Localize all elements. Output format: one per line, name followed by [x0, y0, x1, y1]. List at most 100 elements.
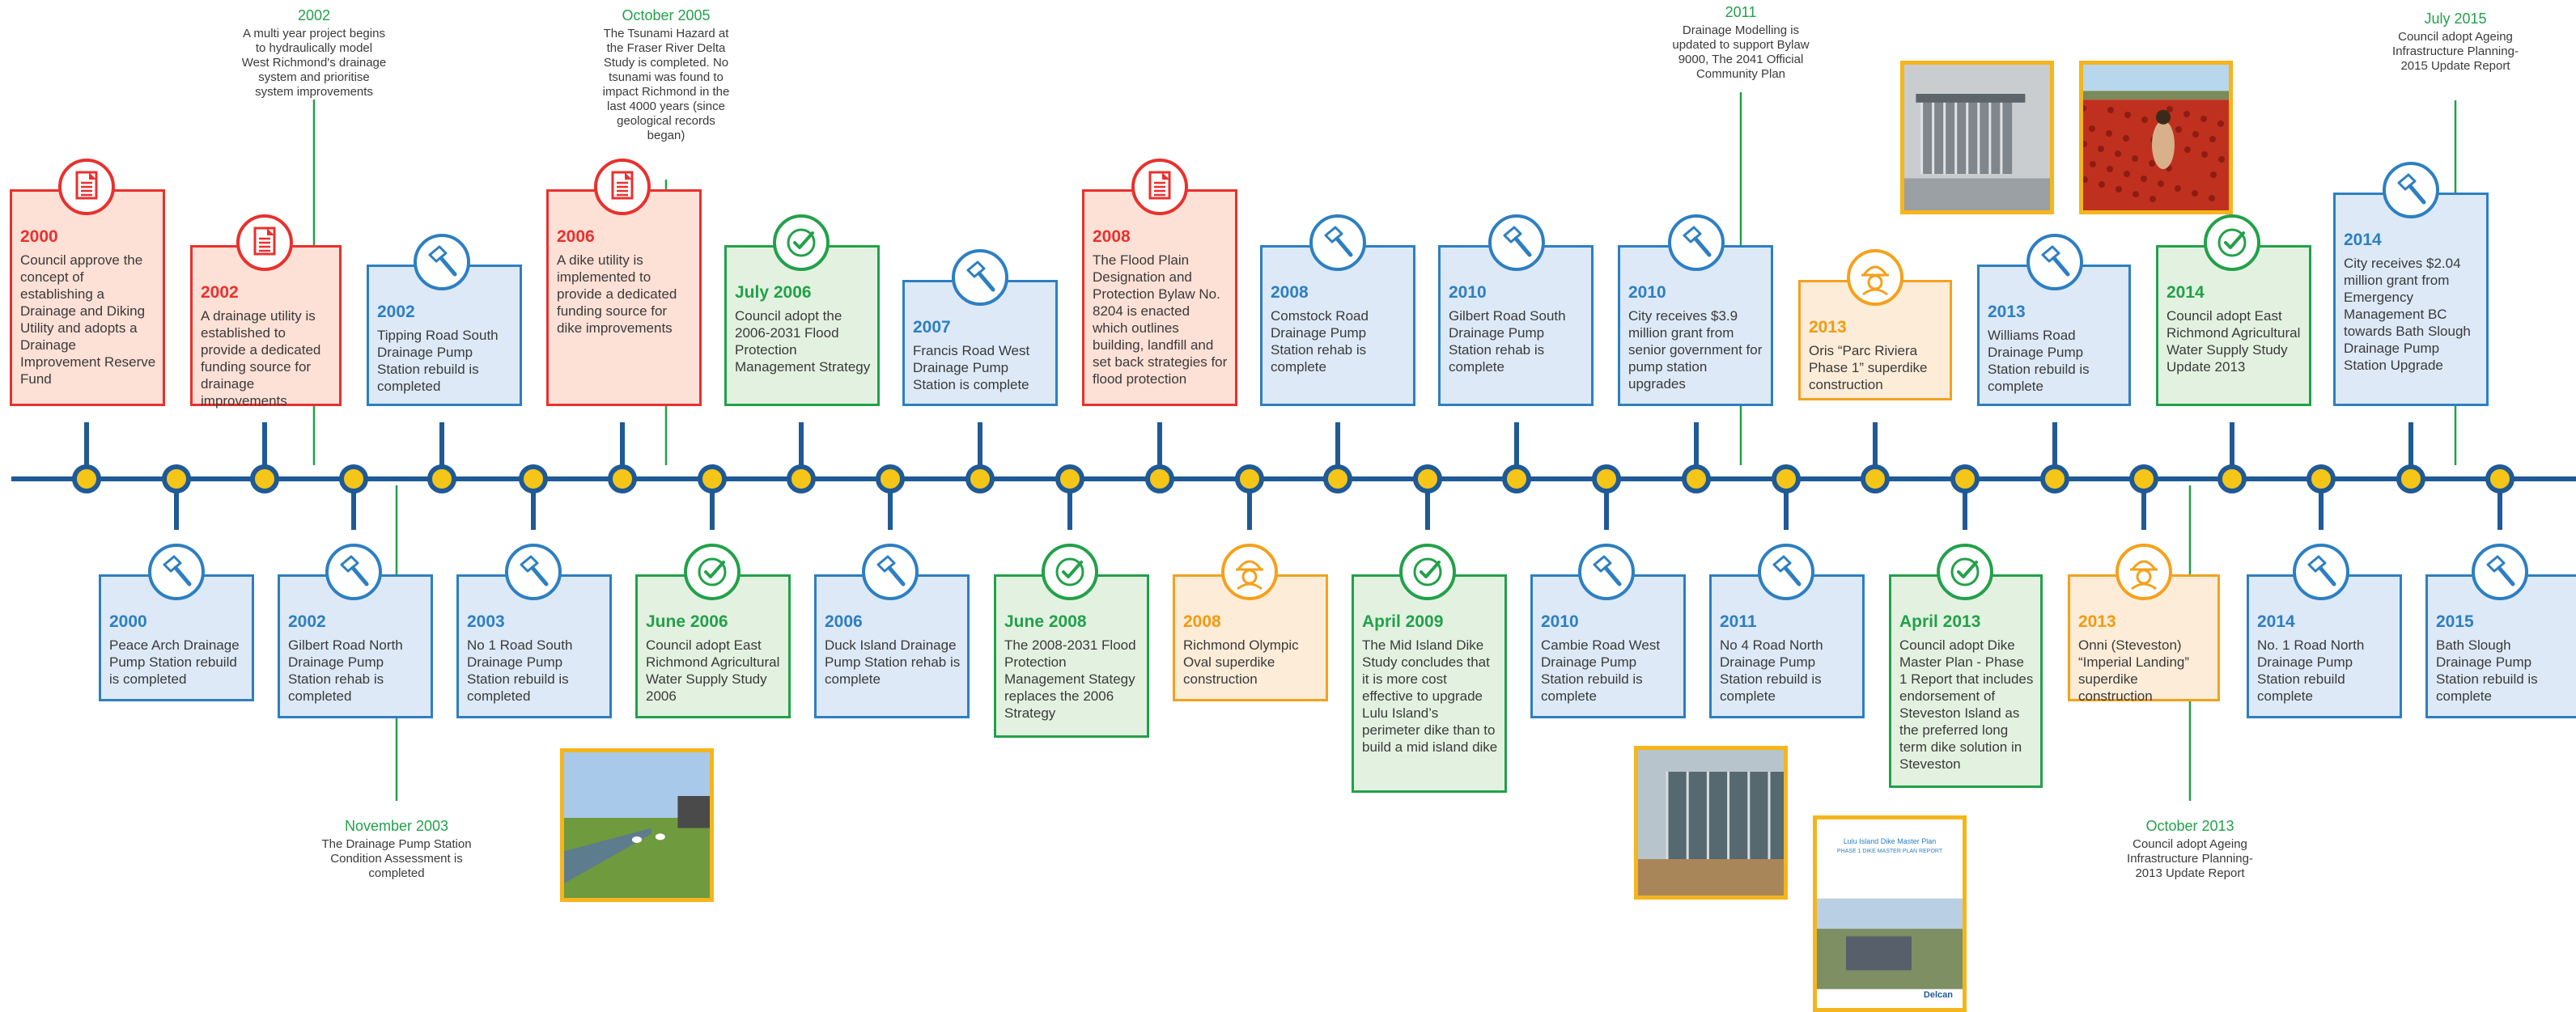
checkmark-icon	[684, 544, 741, 600]
event-year: 2007	[913, 318, 951, 337]
annotation-title: October 2013	[2145, 818, 2234, 834]
timeline-node	[1413, 464, 1442, 493]
timeline-node	[1592, 464, 1621, 493]
timeline-node	[787, 464, 816, 493]
hammer-icon	[2383, 162, 2439, 218]
hammer-icon	[1758, 544, 1814, 600]
event-description: Cambie Road West Drainage Pump Station r…	[1541, 637, 1661, 704]
timeline-node	[1235, 464, 1264, 493]
hammer-icon	[862, 544, 919, 600]
timeline-node	[2396, 464, 2425, 493]
event-description: No. 1 Road North Drainage Pump Station r…	[2257, 637, 2365, 704]
event-description: The Flood Plain Designation and Protecti…	[1093, 252, 1228, 387]
annotation-text: Council adopt Ageing Infrastructure Plan…	[2127, 837, 2253, 880]
checkmark-icon	[773, 214, 830, 271]
timeline-node	[876, 464, 905, 493]
hammer-icon	[1488, 214, 1545, 271]
timeline-node	[1502, 464, 1531, 493]
event-description: The 2008-2031 Flood Protection Managemen…	[1004, 637, 1136, 721]
annotation-title: 2002	[297, 7, 331, 23]
farm-field-with-ditch-photo	[560, 748, 714, 902]
event-year: 2014	[2257, 612, 2295, 631]
event-description: Gilbert Road North Drainage Pump Station…	[288, 637, 403, 704]
event-year: April 2013	[1899, 612, 1981, 631]
hammer-icon	[1578, 544, 1635, 600]
timeline-node	[608, 464, 637, 493]
annotation-text: The Tsunami Hazard at the Fraser River D…	[602, 27, 730, 142]
event-year: 2002	[377, 303, 415, 321]
timeline-node	[2129, 464, 2158, 493]
checkmark-icon	[1937, 544, 1993, 600]
event-description: Onni (Steveston) “Imperial Landing” supe…	[2078, 637, 2190, 704]
event-description: Oris “Parc Riviera Phase 1” superdike co…	[1809, 343, 1928, 392]
annotation-title: October 2005	[622, 7, 711, 23]
event-description: Bath Slough Drainage Pump Station rebuil…	[2436, 637, 2538, 704]
report-cover-subtitle: PHASE 1 DIKE MASTER PLAN REPORT	[1836, 849, 1943, 854]
timeline-node	[1861, 464, 1890, 493]
event-year: 2010	[1449, 283, 1487, 302]
event-description: Gilbert Road South Drainage Pump Station…	[1449, 308, 1566, 375]
annotation-title: July 2015	[2424, 11, 2487, 27]
event-year: 2014	[2344, 231, 2382, 249]
event-description: Richmond Olympic Oval superdike construc…	[1183, 637, 1299, 687]
event-description: Council adopt East Richmond Agricultural…	[2166, 308, 2301, 375]
annotation-text: Council adopt Ageing Infrastructure Plan…	[2392, 30, 2519, 73]
event-year: 2002	[288, 612, 326, 631]
timeline-node	[427, 464, 456, 493]
hammer-icon	[952, 249, 1008, 306]
annotation-text: Drainage Modelling is updated to support…	[1672, 23, 1810, 81]
checkmark-icon	[1399, 544, 1456, 600]
event-description: Peace Arch Drainage Pump Station rebuild…	[109, 637, 240, 687]
event-year: 2013	[2078, 612, 2116, 631]
hammer-icon	[1309, 214, 1366, 271]
event-year: June 2006	[646, 612, 728, 631]
document-icon	[1131, 159, 1188, 215]
event-year: 2013	[1809, 318, 1847, 337]
event-description: Duck Island Drainage Pump Station rehab …	[825, 637, 961, 687]
event-description: Council adopt East Richmond Agricultural…	[646, 637, 780, 704]
event-year: June 2008	[1004, 612, 1087, 631]
event-description: No 4 Road North Drainage Pump Station re…	[1720, 637, 1823, 704]
annotation-text: A multi year project begins to hydraulic…	[241, 27, 387, 99]
hammer-icon	[2293, 544, 2349, 600]
event-year: 2011	[1720, 612, 1757, 631]
event-year: 2010	[1541, 612, 1579, 631]
timeline-node	[2307, 464, 2336, 493]
event-description: No 1 Road South Drainage Pump Station re…	[467, 637, 573, 704]
event-year: 2006	[825, 612, 863, 631]
event-description: The Mid Island Dike Study concludes that…	[1362, 637, 1498, 755]
timeline-node	[250, 464, 279, 493]
document-icon	[594, 159, 651, 215]
hammer-icon	[325, 544, 382, 600]
hammer-icon	[148, 544, 205, 600]
event-description: A drainage utility is established to pro…	[201, 308, 321, 409]
timeline-node	[1323, 464, 1352, 493]
event-year: 2013	[1988, 303, 2026, 321]
timeline-node	[965, 464, 995, 493]
event-year: 2008	[1183, 612, 1221, 631]
hammer-icon	[2472, 544, 2528, 600]
event-year: 2015	[2436, 612, 2474, 631]
document-icon	[236, 214, 293, 271]
checkmark-icon	[2204, 214, 2260, 271]
timeline-node	[2485, 464, 2514, 493]
